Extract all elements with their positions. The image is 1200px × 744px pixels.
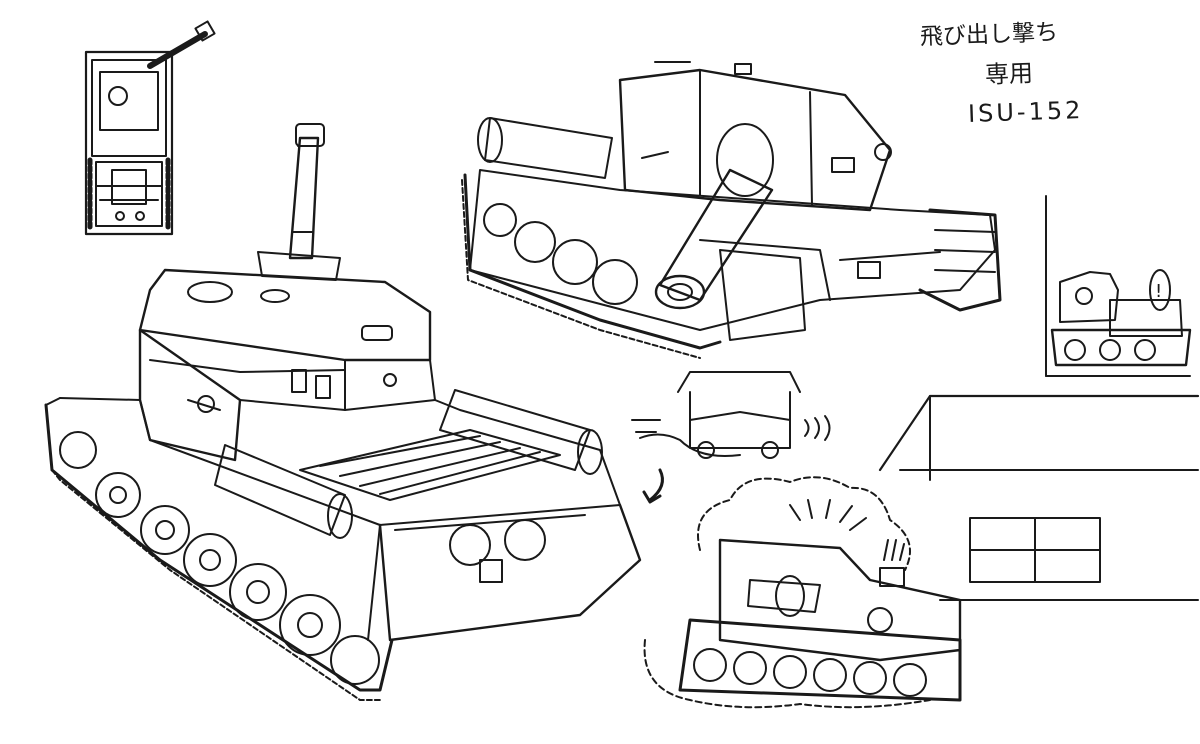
tank-three-quarter-view-large [46,124,640,700]
curved-arrow-icon [644,470,662,502]
panel-small-vehicle-scene [632,372,800,458]
tank-three-quarter-front-view [462,62,1000,358]
scene-tank-breakthrough [645,396,1198,707]
speech-bubble-mark: ! [1155,281,1162,302]
inset-frame-peeking-tank [1046,196,1190,376]
motion-lines-icon [805,416,830,440]
tank-front-view-small [86,21,215,234]
